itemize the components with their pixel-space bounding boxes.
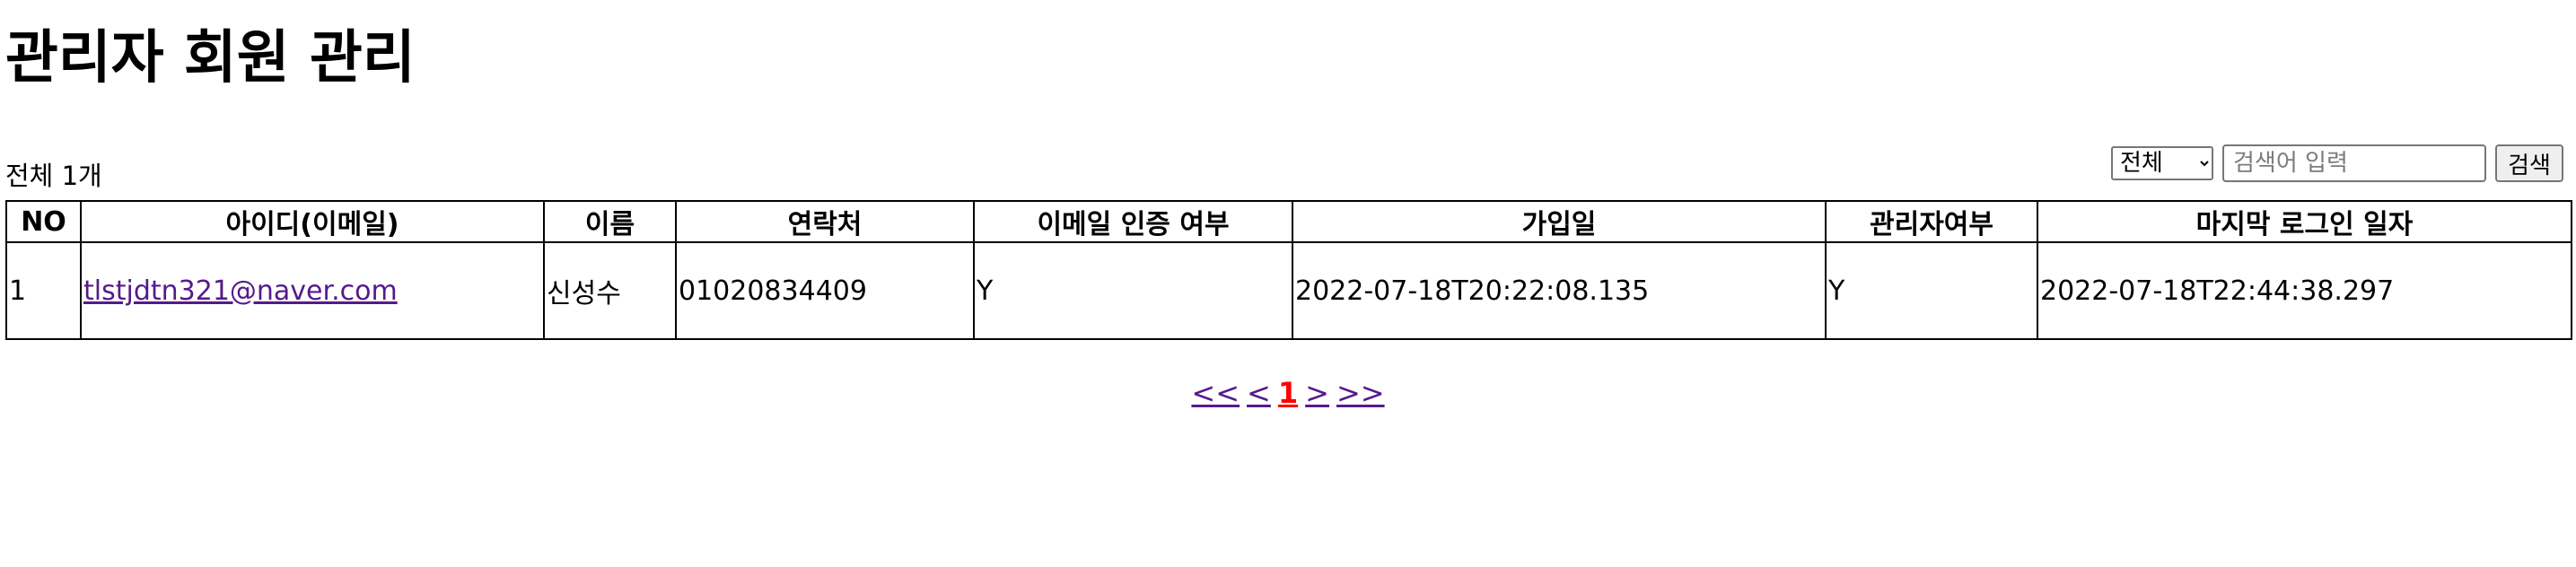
search-bar: 전체 검색 bbox=[2111, 144, 2563, 182]
header-is-admin: 관리자여부 bbox=[1825, 200, 2038, 243]
total-count: 전체 1개 bbox=[5, 161, 102, 191]
header-email-verified: 이메일 인증 여부 bbox=[973, 200, 1293, 243]
table-row: 1 tlstjdtn321@naver.com 신성수 01020834409 … bbox=[5, 241, 2572, 340]
page-title: 관리자 회원 관리 bbox=[5, 25, 416, 92]
member-table: NO 아이디(이메일) 이름 연락처 이메일 인증 여부 가입일 관리자여부 마… bbox=[5, 200, 2572, 340]
pagination-prev-link[interactable]: < bbox=[1247, 376, 1271, 410]
pagination-first-link[interactable]: << bbox=[1191, 376, 1240, 410]
header-name: 이름 bbox=[543, 200, 677, 243]
pagination: <<<1>>> bbox=[0, 373, 2576, 413]
cell-email: tlstjdtn321@naver.com bbox=[80, 241, 545, 340]
pagination-last-link[interactable]: >> bbox=[1336, 376, 1385, 410]
search-input[interactable] bbox=[2222, 144, 2486, 182]
cell-email-verified: Y bbox=[973, 241, 1293, 340]
pagination-current-page[interactable]: 1 bbox=[1277, 376, 1299, 410]
header-no: NO bbox=[5, 200, 82, 243]
cell-name: 신성수 bbox=[543, 241, 677, 340]
cell-no: 1 bbox=[5, 241, 82, 340]
member-email-link[interactable]: tlstjdtn321@naver.com bbox=[83, 275, 398, 307]
header-phone: 연락처 bbox=[675, 200, 975, 243]
header-email: 아이디(이메일) bbox=[80, 200, 545, 243]
header-joined-at: 가입일 bbox=[1292, 200, 1827, 243]
search-type-select[interactable]: 전체 bbox=[2111, 146, 2213, 180]
table-header-row: NO 아이디(이메일) 이름 연락처 이메일 인증 여부 가입일 관리자여부 마… bbox=[5, 200, 2572, 243]
cell-phone: 01020834409 bbox=[675, 241, 975, 340]
cell-joined-at: 2022-07-18T20:22:08.135 bbox=[1292, 241, 1827, 340]
pagination-next-link[interactable]: > bbox=[1305, 376, 1329, 410]
header-last-login: 마지막 로그인 일자 bbox=[2037, 200, 2572, 243]
cell-is-admin: Y bbox=[1825, 241, 2038, 340]
cell-last-login: 2022-07-18T22:44:38.297 bbox=[2037, 241, 2572, 340]
search-button[interactable]: 검색 bbox=[2495, 144, 2563, 182]
